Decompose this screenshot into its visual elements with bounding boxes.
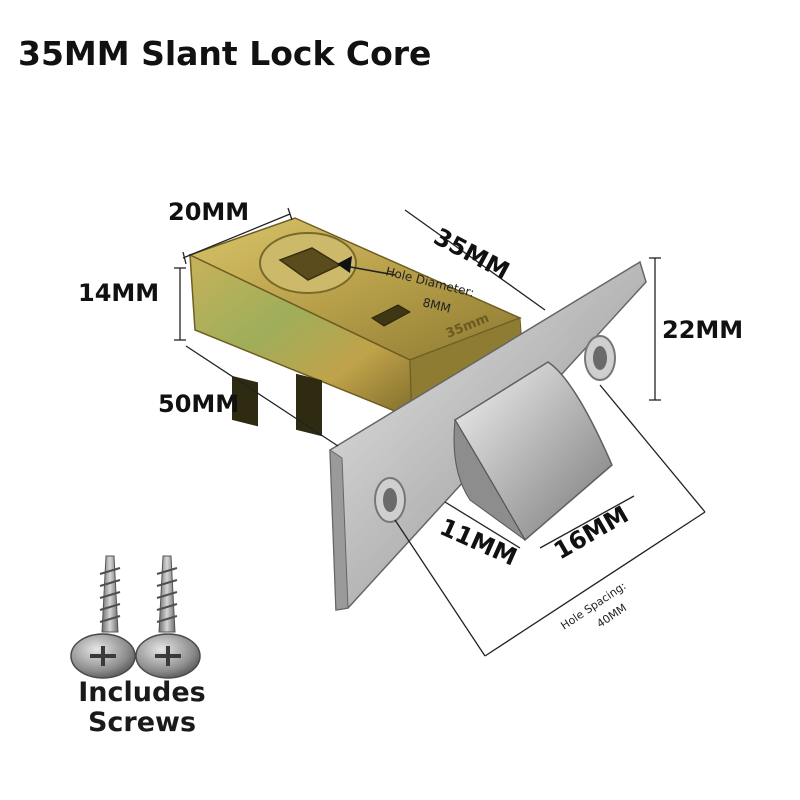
screws-label: Includes Screws	[62, 678, 222, 738]
screw-hole-bottom-inner	[383, 488, 397, 512]
page-title: 35MM Slant Lock Core	[18, 34, 432, 73]
side-window-2	[296, 373, 322, 437]
dim-bottom-length: 50MM	[158, 390, 239, 418]
lock-body: 35mm	[188, 217, 523, 437]
top-slot	[371, 304, 412, 327]
screw-right	[135, 555, 201, 679]
hole-diameter-arrow	[337, 256, 352, 273]
screws-illustration	[70, 555, 201, 679]
screws-label-line2: Screws	[87, 707, 197, 738]
dim-plate-height: 22MM	[662, 316, 743, 344]
dim-latch-width: 16MM	[549, 500, 633, 565]
latch-bolt	[453, 361, 613, 542]
screws-label-line1: Includes	[78, 677, 206, 708]
screw-hole-top-inner	[593, 346, 607, 370]
hole-diameter-value: 8MM	[421, 295, 452, 315]
dimension-lines	[174, 207, 706, 657]
dim-top-length: 35MM	[429, 223, 514, 286]
face-plate-edge	[329, 449, 349, 611]
dim-left-height: 14MM	[78, 279, 159, 307]
latch-bolt-front	[453, 418, 526, 541]
dim-top-width: 20MM	[168, 198, 249, 226]
screw-left	[70, 555, 136, 679]
